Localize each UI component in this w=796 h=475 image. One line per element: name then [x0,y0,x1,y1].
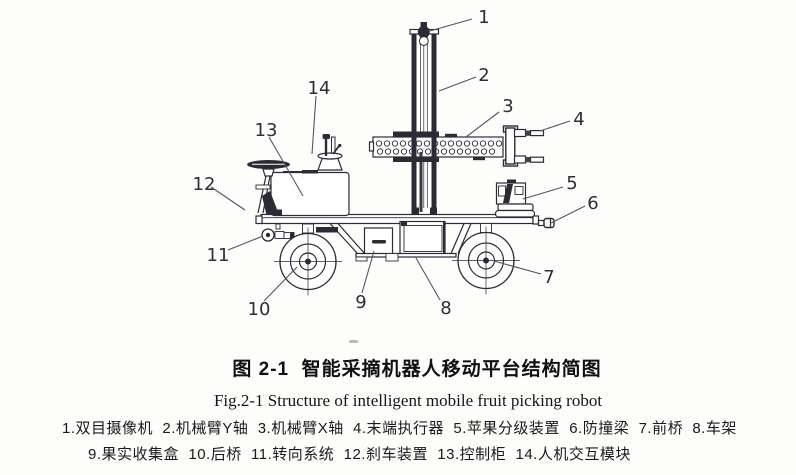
hmi-module-joystick [317,134,343,171]
figure-title-cn: 图 2-1 智能采摘机器人移动平台结构简图 [232,359,602,380]
callout-leader-lines [210,18,586,302]
vehicle-frame [329,220,472,262]
arm-slider-clamp [393,131,439,162]
callout-5: 5 [566,173,577,194]
callout-1: 1 [478,7,489,28]
callout-10: 10 [248,299,271,320]
steering-wheel-assembly [247,160,290,214]
callout-3: 3 [502,96,513,117]
figure-title-en: Fig.2-1 Structure of intelligent mobile … [213,391,603,410]
binocular-camera [417,22,430,46]
arm-x-axis [368,133,504,161]
apple-grading-device [494,179,536,218]
callout-9: 9 [355,292,366,313]
brake-device [262,191,282,215]
robot-structure-diagram: 1 2 3 4 5 6 7 8 9 10 11 12 13 14 [193,7,599,320]
rear-axle-wheel [274,223,342,296]
callout-13: 13 [255,120,278,141]
callout-7: 7 [543,267,554,288]
arm-y-axis-column [417,33,432,216]
end-effector [502,125,545,167]
front-axle-wheel [452,223,520,295]
chassis-deck [255,213,540,225]
callout-4: 4 [573,109,584,130]
callout-11: 11 [207,245,230,266]
steering-system [261,223,295,242]
callout-6: 6 [587,193,598,214]
callout-numbers: 1 2 3 4 5 6 7 8 9 10 11 12 13 14 [193,7,599,320]
callout-2: 2 [478,65,489,86]
callout-12: 12 [193,174,216,195]
scan-artifact [349,340,358,343]
callout-14: 14 [308,78,331,99]
control-cabinet [270,170,350,217]
arm-hole-row-top [375,140,503,147]
anti-collision-bumper [537,217,555,229]
figure-legend-line-2: 9.果实收集盒 10.后桥 11.转向系统 12.刹车装置 13.控制柜 14.… [88,446,631,463]
figure-legend-line-1: 1.双目摄像机 2.机械臂Y轴 3.机械臂X轴 4.末端执行器 5.苹果分级装置… [62,420,737,437]
callout-8: 8 [440,298,451,319]
fruit-collection-box [363,227,394,255]
